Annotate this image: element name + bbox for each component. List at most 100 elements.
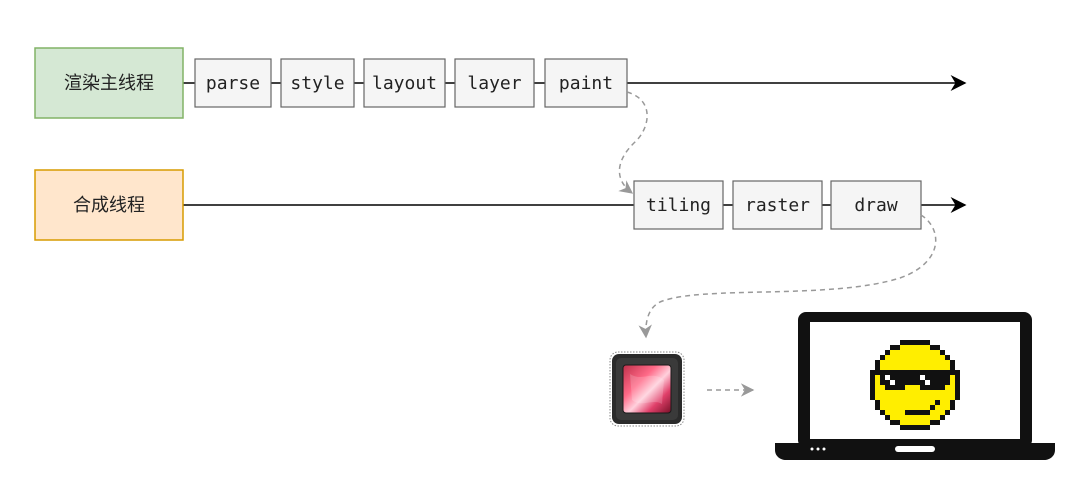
smiley-pixel — [920, 355, 925, 360]
smiley-pixel — [935, 375, 940, 380]
smiley-pixel — [935, 385, 940, 390]
smiley-pixel — [905, 380, 910, 385]
smiley-pixel — [920, 385, 925, 390]
smiley-pixel — [870, 370, 875, 375]
smiley-pixel — [945, 395, 950, 400]
smiley-pixel — [915, 400, 920, 405]
smiley-pixel — [935, 345, 940, 350]
smiley-pixel — [895, 390, 900, 395]
smiley-pixel — [895, 395, 900, 400]
main-thread-box — [34, 47, 184, 119]
smiley-pixel — [910, 345, 915, 350]
smiley-pixel — [945, 370, 950, 375]
smiley-pixel — [900, 420, 905, 425]
smiley-pixel — [910, 375, 915, 380]
smiley-pixel — [915, 405, 920, 410]
smiley-pixel — [880, 390, 885, 395]
smiley-pixel — [950, 360, 955, 365]
smiley-pixel — [870, 395, 875, 400]
smiley-pixel — [915, 425, 920, 430]
smiley-pixel — [940, 390, 945, 395]
smiley-pixel — [930, 365, 935, 370]
smiley-pixel — [905, 415, 910, 420]
smiley-pixel — [900, 365, 905, 370]
smiley-pixel — [920, 390, 925, 395]
gpu-chip-icon — [609, 351, 685, 427]
smiley-pixel — [880, 385, 885, 390]
smiley-pixel — [915, 390, 920, 395]
smiley-pixel — [890, 405, 895, 410]
smiley-pixel — [920, 340, 925, 345]
smiley-pixel — [885, 415, 890, 420]
step-label: draw — [854, 195, 898, 216]
smiley-pixel — [905, 345, 910, 350]
smiley-pixel — [935, 405, 940, 410]
step-layer: layer — [454, 58, 535, 108]
step-box — [633, 180, 724, 230]
smiley-pixel — [950, 380, 955, 385]
smiley-pixel — [945, 365, 950, 370]
smiley-pixel — [920, 345, 925, 350]
compositor-thread-steps: tiling raster draw — [633, 180, 922, 230]
smiley-pixel — [905, 425, 910, 430]
smiley-pixel — [935, 400, 940, 405]
smiley-pixel — [935, 380, 940, 385]
smiley-pixel — [930, 385, 935, 390]
smiley-pixel — [880, 395, 885, 400]
smiley-pixel — [940, 365, 945, 370]
smiley-pixel — [925, 345, 930, 350]
smiley-pixel — [895, 360, 900, 365]
smiley-pixel — [885, 370, 890, 375]
smiley-pixel — [910, 340, 915, 345]
smiley-pixel — [900, 370, 905, 375]
step-box — [194, 58, 272, 108]
smiley-pixel — [920, 380, 925, 385]
smiley-pixel — [935, 370, 940, 375]
compositor-thread-label: 合成线程 — [73, 195, 145, 216]
smiley-pixel — [940, 395, 945, 400]
smiley-pixel — [940, 360, 945, 365]
smiley-pixel — [910, 405, 915, 410]
smiley-pixel — [875, 360, 880, 365]
smiley-pixel — [940, 380, 945, 385]
smiley-pixel — [900, 340, 905, 345]
smiley-pixel — [885, 375, 890, 380]
smiley-pixel — [915, 360, 920, 365]
smiley-pixel — [945, 360, 950, 365]
smiley-pixel — [915, 355, 920, 360]
smiley-pixel — [955, 370, 960, 375]
smiley-pixel — [890, 415, 895, 420]
smiley-pixel — [935, 390, 940, 395]
smiley-pixel — [905, 375, 910, 380]
smiley-pixel — [875, 380, 880, 385]
smiley-pixel — [925, 380, 930, 385]
smiley-pixel — [885, 400, 890, 405]
smiley-pixel — [915, 410, 920, 415]
smiley-pixel — [905, 390, 910, 395]
smiley-pixel — [935, 355, 940, 360]
smiley-pixel — [885, 410, 890, 415]
smiley-pixel — [905, 370, 910, 375]
smiley-pixel — [875, 385, 880, 390]
smiley-pixel — [940, 405, 945, 410]
smiley-pixel — [955, 375, 960, 380]
smiley-pixel — [885, 395, 890, 400]
smiley-pixel — [950, 390, 955, 395]
smiley-pixel — [880, 365, 885, 370]
smiley-pixel — [890, 420, 895, 425]
smiley-pixel — [905, 350, 910, 355]
smiley-pixel — [920, 350, 925, 355]
smiley-pixel — [920, 415, 925, 420]
smiley-pixel — [910, 415, 915, 420]
smiley-pixel — [915, 370, 920, 375]
smiley-pixel — [955, 390, 960, 395]
step-box — [732, 180, 823, 230]
smiley-pixel — [945, 375, 950, 380]
smiley-pixel — [930, 360, 935, 365]
smiley-pixel — [870, 380, 875, 385]
smiley-pixel — [910, 355, 915, 360]
smiley-pixel — [950, 370, 955, 375]
smiley-pixel — [950, 385, 955, 390]
smiley-pixel — [925, 355, 930, 360]
